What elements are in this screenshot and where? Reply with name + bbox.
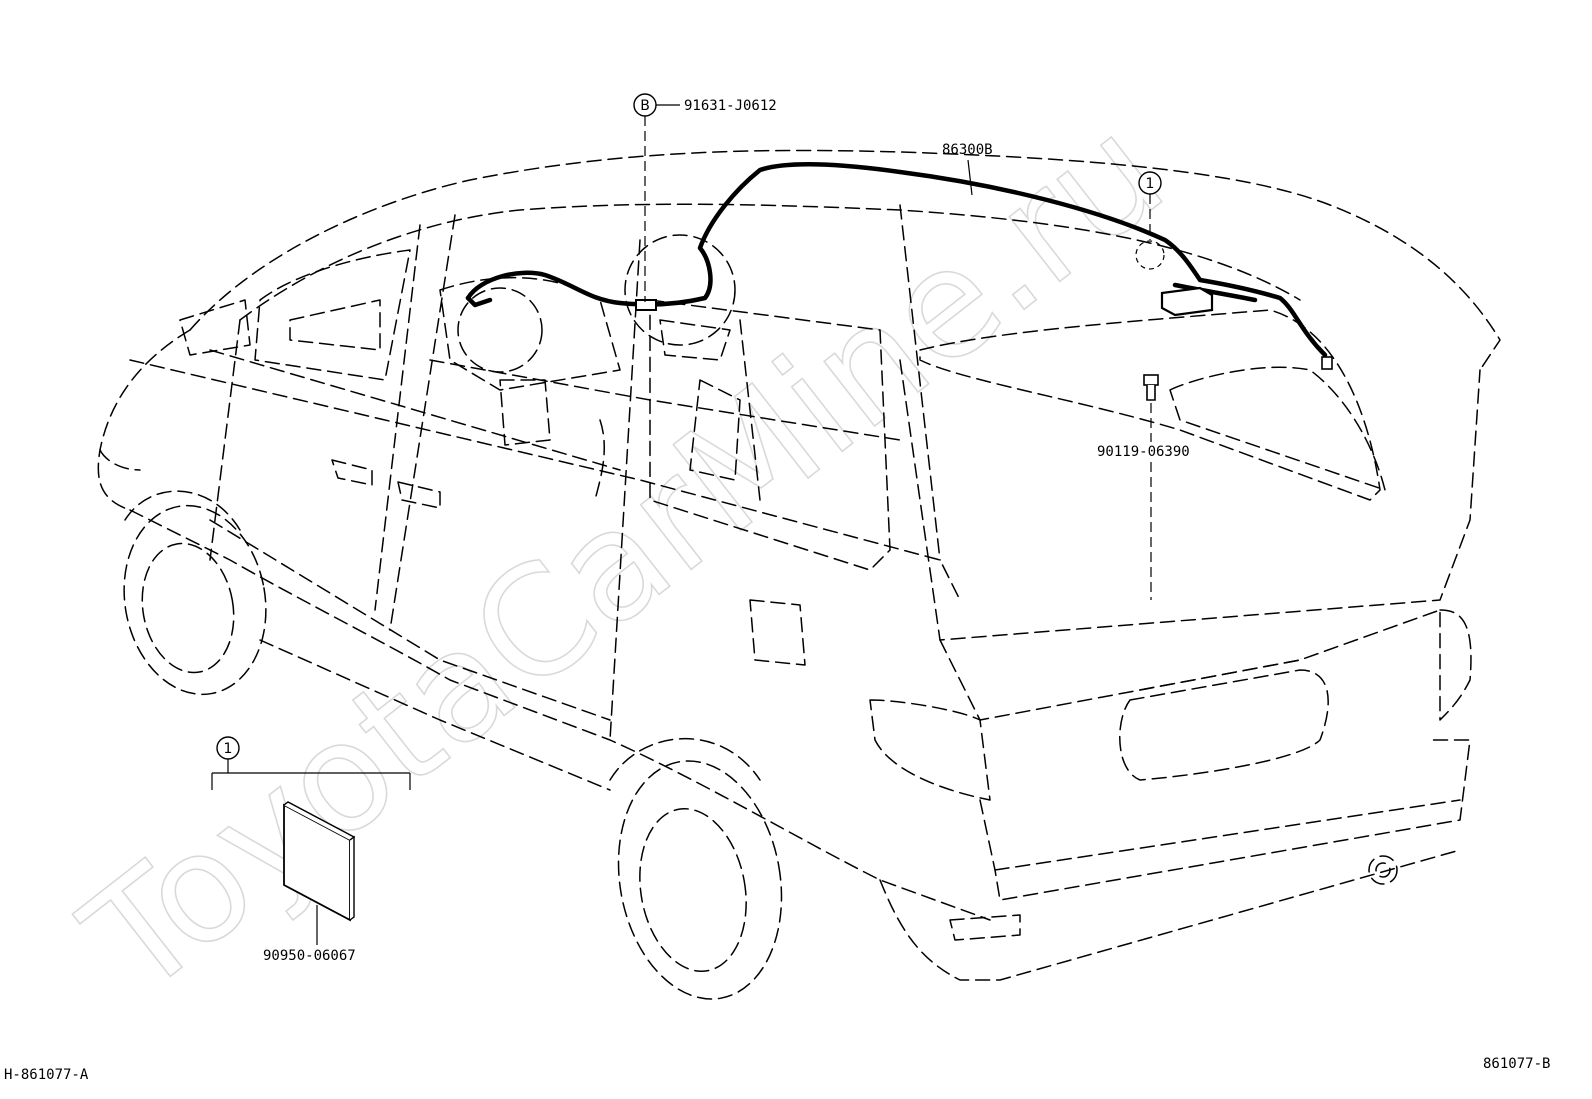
vehicle-outline [97, 149, 1501, 981]
rear-wheel [609, 737, 783, 1000]
part-number-91631: 91631-J0612 [684, 98, 777, 114]
callout-ref-1: 1 [1135, 171, 1165, 270]
sticker-plate-icon [283, 801, 356, 945]
part-number-90119: 90119-06390 [1097, 444, 1190, 460]
screw-icon [1143, 374, 1159, 401]
callout-86300B: 86300B [942, 142, 993, 196]
part-number-86300B: 86300B [942, 142, 993, 158]
ref-1-label: 1 [1146, 176, 1155, 192]
figure-code-left: H-861077-A [4, 1067, 89, 1083]
antenna-cable [465, 162, 1333, 370]
bolt-ref-symbol: B [640, 98, 650, 114]
watermark: ToyotaCarMine.ru [54, 84, 1195, 1028]
kit-ref-label: 1 [224, 741, 233, 757]
callout-90119-06390: 90119-06390 [1097, 403, 1190, 600]
figure-code-right: 861077-B [1483, 1056, 1550, 1072]
part-number-90950: 90950-06067 [263, 948, 356, 964]
callout-91631-J0612: B 91631-J0612 [633, 93, 777, 302]
front-wheel [123, 490, 267, 696]
kit-callout: 1 [211, 736, 411, 790]
